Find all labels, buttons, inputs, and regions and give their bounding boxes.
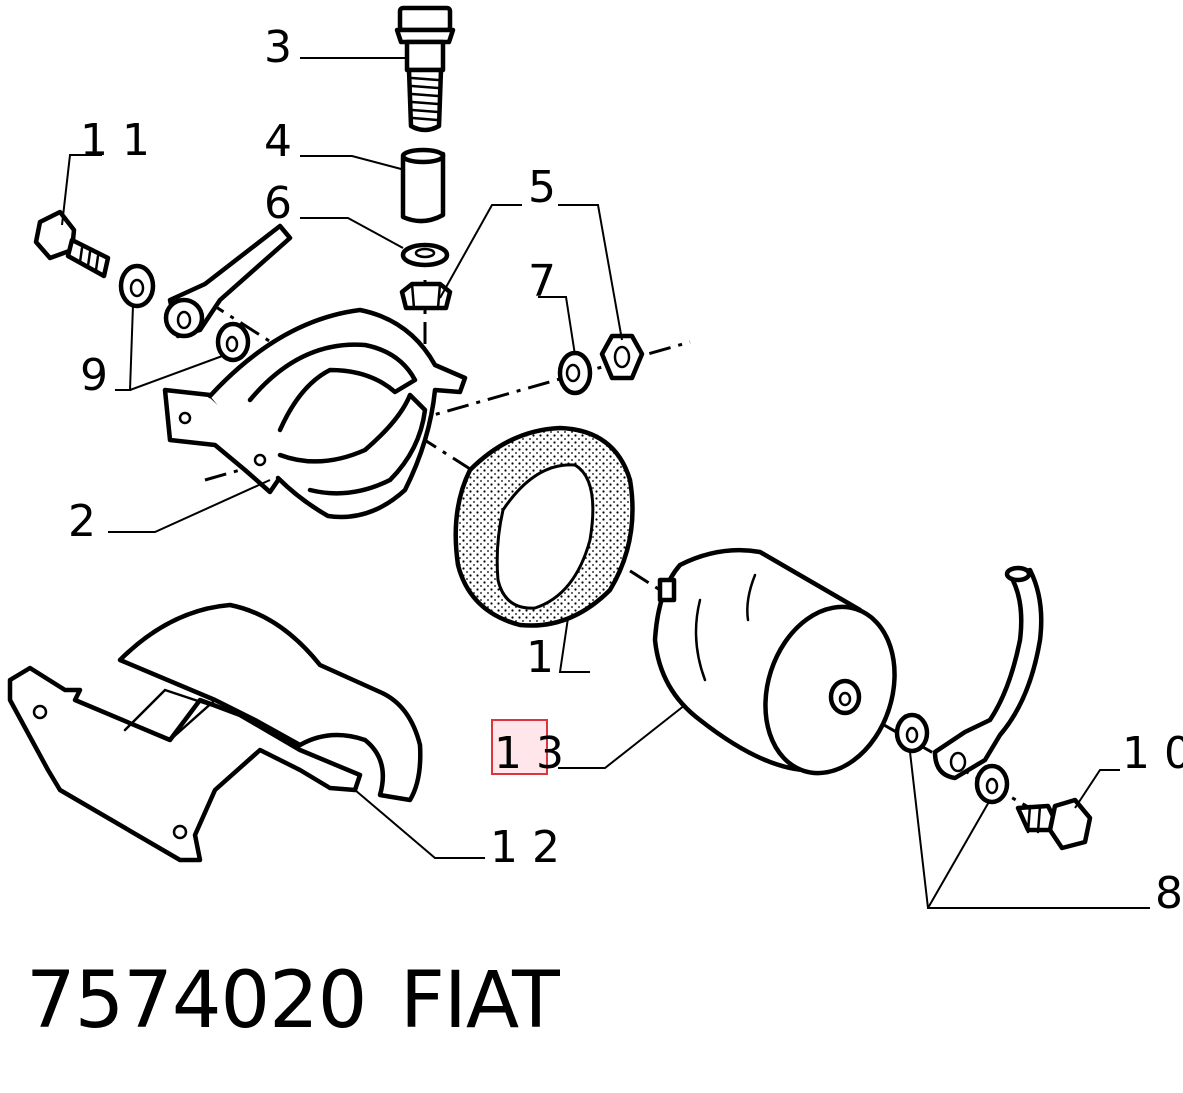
callout-11: 1 1 [80,115,150,166]
callout-9: 9 [80,350,108,401]
upper-clamp-bracket [162,307,468,520]
washer-part-7 [557,350,593,396]
bushing-rod [163,223,293,339]
nut-part-5-right [599,333,645,381]
washer-part-8-right [974,763,1010,805]
callout-4: 4 [264,116,292,167]
washer-part-9 [118,263,156,309]
callout-labels: 3 4 6 5 7 1 1 9 2 1 1 3 1 2 1 0 8 [68,22,1183,919]
banjo-bolt-part [1015,797,1093,851]
washer-part-8 [894,712,930,754]
sleeve-part [400,147,446,224]
banjo-hose [932,565,1044,781]
lower-support-bracket [7,602,423,863]
callout-3: 3 [264,22,292,73]
highlight-box-13 [491,719,548,775]
washer-part-6 [400,242,450,268]
brand-caption: FIAT [400,956,560,1046]
bolt-part [394,5,456,133]
washer-part-9-lower [215,321,251,363]
callout-8: 8 [1155,868,1183,919]
callout-5: 5 [528,162,556,213]
callout-12: 1 2 [490,822,560,873]
callout-6: 6 [264,178,292,229]
callout-2: 2 [68,496,96,547]
callout-7: 7 [528,256,556,307]
part-number-caption: 7574020 [26,956,366,1046]
nut-part-5 [399,281,453,311]
bolt-part-11 [33,209,111,279]
callout-13: 1 3 [494,728,564,779]
leader-lines [61,57,1150,909]
fuel-filter-part [652,547,897,776]
callout-10: 1 0 [1122,728,1183,779]
callout-1: 1 [526,632,554,683]
rubber-ring-part [453,425,635,628]
